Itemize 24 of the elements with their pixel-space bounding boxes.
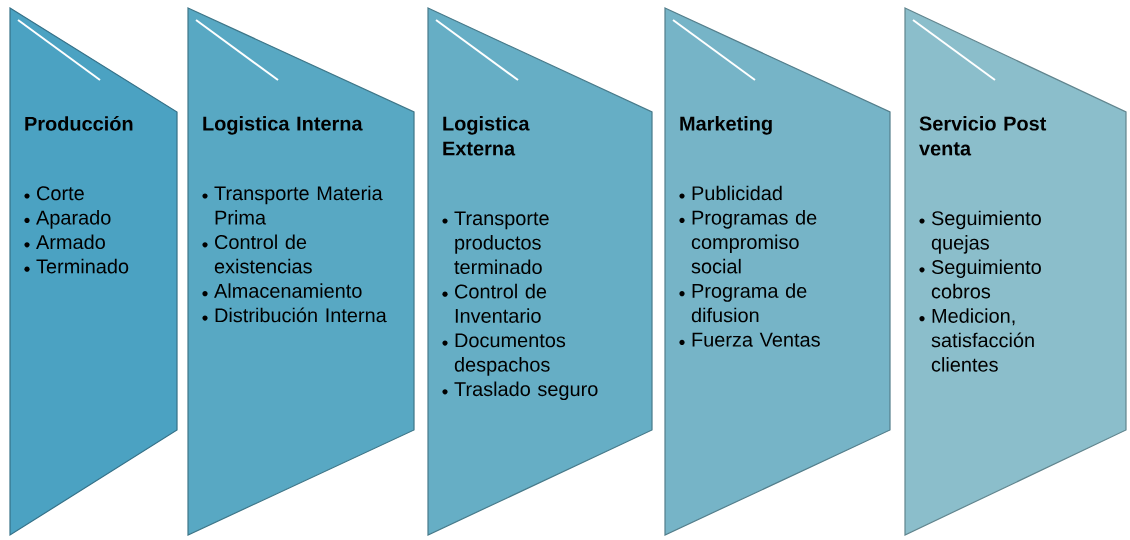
bullet-item: Seguimiento cobros [919, 259, 1041, 299]
bullet-item: Programa de difusion [679, 283, 807, 323]
bullet-item: Corte [24, 186, 84, 201]
bullet-item: Distribución Interna [202, 307, 387, 323]
heading: Marketing [680, 116, 772, 135]
bullet-item: Transporte Materia Prima [202, 185, 383, 225]
bullet-item: Fuerza Ventas [679, 332, 820, 347]
bullet-item: Traslado seguro [442, 381, 598, 401]
heading: Logistica Interna [203, 116, 363, 135]
bullet-item: Documentos despachos [442, 333, 566, 376]
bullet-item: Control de Inventario [442, 283, 547, 323]
bullet-item: Almacenamiento [202, 283, 362, 298]
bullet-item: Terminado [24, 258, 129, 274]
bullet-item: Medicion, satisfacción clientes [919, 308, 1034, 372]
bullet-item: Aparado [24, 210, 111, 229]
heading: Servicio Post venta [919, 116, 1047, 156]
bullet-item: Transporte productos terminado [442, 211, 549, 275]
heading: Producción [25, 116, 133, 131]
heading: Logistica Externa [443, 116, 530, 156]
bullet-item: Armado [24, 234, 105, 250]
bullet-item: Publicidad [679, 185, 782, 201]
bullet-item: Control de existencias [202, 234, 312, 274]
bullet-item: Seguimiento quejas [919, 210, 1041, 254]
bullet-item: Programas de compromiso social [679, 210, 817, 274]
